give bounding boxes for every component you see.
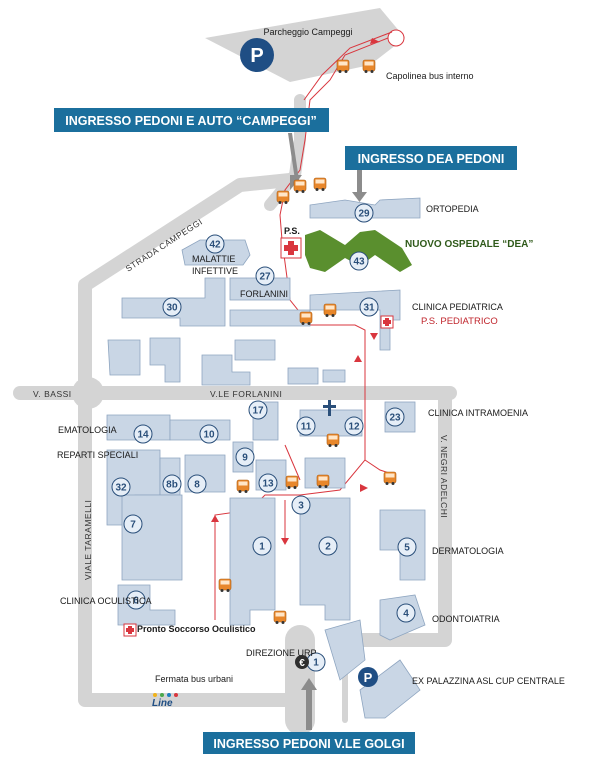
capolinea-label: Capolinea bus interno (386, 71, 474, 81)
label-fermata: Fermata bus urbani (155, 674, 233, 684)
building-number: 7 (130, 520, 136, 531)
building-number: 1 (313, 658, 319, 669)
label-malattie: MALATTIE (192, 254, 235, 264)
label-ps-pediatrico: P.S. PEDIATRICO (421, 316, 498, 327)
label-dermatologia: DERMATOLOGIA (432, 546, 504, 556)
label-ematologia: EMATOLOGIA (58, 425, 117, 435)
building-number-circle (291, 495, 311, 515)
building-number: 1 (259, 542, 265, 553)
parking-top-label: Parcheggio Campeggi (263, 27, 352, 37)
building-number: 3 (298, 501, 304, 512)
parking-letter: P (250, 45, 263, 67)
ps-cross-icon (280, 237, 302, 259)
building-number-circle (397, 537, 417, 557)
svg-text:INGRESSO DEA PEDONI: INGRESSO DEA PEDONI (358, 152, 505, 166)
building-number-circle (111, 477, 131, 497)
svg-text:INGRESSO PEDONI V.LE GOLGI: INGRESSO PEDONI V.LE GOLGI (213, 737, 404, 751)
street-negri: V. NEGRI ADELCHI (439, 435, 449, 518)
building-number-circle (123, 514, 143, 534)
building-number-circle (385, 407, 405, 427)
building-number: 12 (348, 422, 360, 433)
building-number: 27 (259, 272, 271, 283)
street-forlanini: V.LE FORLANINI (210, 389, 282, 399)
building-number-circle (359, 297, 379, 317)
building-number: 23 (389, 413, 401, 424)
label-forlanini: FORLANINI (240, 289, 288, 299)
banner-dea: INGRESSO DEA PEDONI (345, 146, 517, 170)
label-pronto-soccorso-oculistico: Pronto Soccorso Oculistico (137, 624, 256, 634)
banner-golgi: INGRESSO PEDONI V.LE GOLGI (203, 732, 415, 754)
street-bassi: V. BASSI (33, 389, 72, 399)
building-number: 2 (325, 542, 331, 553)
building-number: 11 (301, 422, 312, 433)
building-number-circle (258, 473, 278, 493)
building-number: 6 (133, 596, 139, 607)
building-number-circle (354, 203, 374, 223)
parking-lot-area (205, 8, 405, 82)
building-number-circle (205, 234, 225, 254)
building-number: 10 (203, 430, 215, 441)
building-number-circle (235, 447, 255, 467)
building-number-circle (187, 474, 207, 494)
svg-text:INGRESSO PEDONI E AUTO “CAMPEG: INGRESSO PEDONI E AUTO “CAMPEGGI” (65, 114, 316, 128)
label-odontoiatria: ODONTOIATRIA (432, 614, 500, 624)
building-number-circle (318, 536, 338, 556)
building-number-circle (126, 590, 146, 610)
nuovo-ospedale-label: NUOVO OSPEDALE “DEA” (405, 239, 533, 250)
building-number-circle (133, 424, 153, 444)
ps-label: P.S. (284, 226, 300, 236)
label-clinica-oculistica: CLINICA OCULISTICA (60, 596, 152, 606)
building-number-circle (162, 474, 182, 494)
building-number-circle (199, 424, 219, 444)
label-intramoenia: CLINICA INTRAMOENIA (428, 408, 528, 418)
building-number-circle (255, 266, 275, 286)
label-clinica-pediatrica: CLINICA PEDIATRICA (412, 302, 503, 312)
label-reparti: REPARTI SPECIALI (57, 450, 138, 460)
route-arrows (211, 38, 380, 545)
oculistico-cross-icon (123, 623, 137, 637)
line-logo: Line (152, 698, 173, 709)
building-number-circle (248, 400, 268, 420)
label-ortopedia: ORTOPEDIA (426, 204, 479, 214)
roundabout (72, 377, 104, 409)
street-taramelli: VIALE TARAMELLI (83, 500, 93, 580)
ps-pediatrico-cross-icon (380, 315, 394, 329)
line-logo-dots (153, 693, 178, 697)
building-number: 17 (252, 406, 264, 417)
church-cross-icon (323, 400, 336, 416)
building-number-circle (252, 536, 272, 556)
parking-icon-bottom (358, 667, 378, 687)
building-number-circle (349, 251, 369, 271)
building-number: 5 (404, 543, 410, 554)
building-number-circle (396, 603, 416, 623)
euro-icon (295, 655, 309, 669)
parking-icon-top (240, 38, 274, 72)
building-number: 8b (166, 480, 178, 491)
banner-campeggi: INGRESSO PEDONI E AUTO “CAMPEGGI” (54, 108, 329, 132)
building-number: 14 (137, 430, 149, 441)
label-ex-palazzina: EX PALAZZINA ASL CUP CENTRALE (412, 676, 565, 686)
parking-letter-bottom: P (364, 670, 373, 685)
building-number: 4 (403, 609, 409, 620)
building-number: 43 (353, 257, 365, 268)
building-number: 13 (262, 479, 274, 490)
building-number: 42 (209, 240, 221, 251)
euro-symbol: € (299, 658, 305, 669)
building-number: 31 (363, 303, 375, 314)
building-number: 32 (115, 483, 127, 494)
building-number-circle (162, 297, 182, 317)
building-number-circle (344, 416, 364, 436)
building-number: 30 (166, 303, 178, 314)
building-number: 29 (358, 209, 370, 220)
nuovo-ospedale-building (305, 230, 412, 272)
label-infettive: INFETTIVE (192, 266, 238, 276)
label-direzione: DIREZIONE URP (246, 648, 317, 658)
building-number-circle (296, 416, 316, 436)
building-number: 9 (242, 453, 248, 464)
building-number: 8 (194, 480, 200, 491)
